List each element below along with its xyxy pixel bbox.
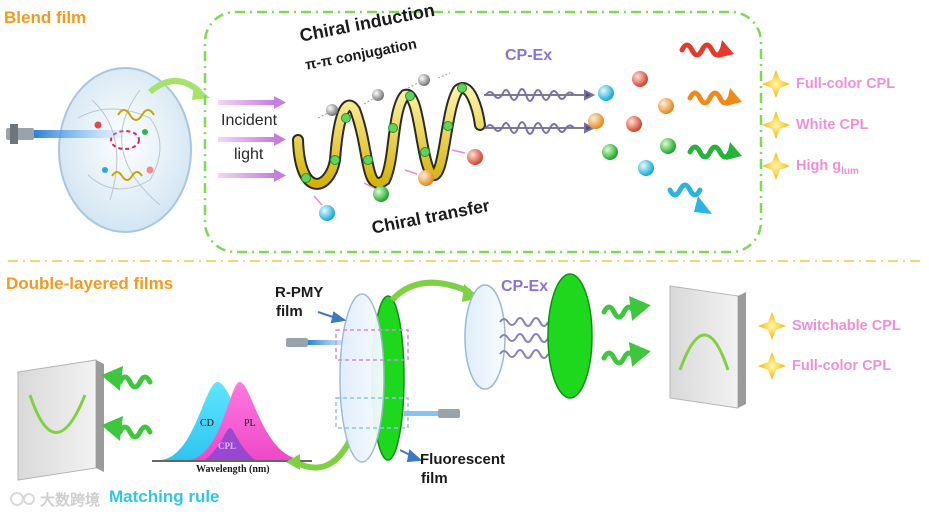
cp-ex-label-bottom: CP-Ex (501, 278, 549, 295)
light-label: light (234, 146, 264, 163)
fluorescent-label: Fluorescent (420, 451, 506, 468)
cp-ex-waves-top (484, 88, 596, 135)
star-icons-top (762, 70, 790, 180)
outcome-switchable: Switchable CPL (792, 318, 901, 334)
outcome-high-glum: High glum (796, 158, 859, 177)
spectrum-plot (152, 381, 312, 462)
outcome-white: White CPL (796, 117, 869, 133)
outcome-full-color-bottom: Full-color CPL (792, 358, 892, 374)
dye-molecules-helix (313, 149, 483, 221)
rpmy-label: R-PMY (275, 284, 324, 301)
right-screen (669, 285, 746, 409)
incident-light-arrows (218, 96, 286, 182)
watermark-logo (10, 492, 35, 506)
double-layered-title: Double-layered films (6, 274, 174, 293)
chiral-helix (292, 82, 486, 190)
double-layered-films (335, 293, 409, 463)
star-icons-bottom (758, 312, 786, 380)
curved-arrow-films (389, 279, 472, 303)
cpl-waves-left (101, 365, 153, 441)
incident-label: Incident (221, 112, 278, 129)
watermark-text: 大数跨境 (40, 492, 101, 509)
cpl-waves-right (601, 295, 651, 367)
blend-film-panel (203, 10, 763, 254)
cd-label: CD (200, 418, 214, 429)
left-screen (17, 359, 104, 481)
cp-ex-label-top: CP-Ex (505, 47, 553, 64)
blend-film-title: Blend film (4, 8, 87, 27)
cpl-label: CPL (218, 441, 236, 451)
matching-rule-label: Matching rule (109, 487, 220, 506)
pi-molecules (317, 72, 451, 119)
laser-emitter-low (404, 409, 460, 418)
curved-arrow-spectrum (293, 438, 353, 471)
label-pointers (317, 311, 423, 463)
laser-emitter-top (6, 124, 124, 144)
laser-emitter-mid (286, 338, 356, 347)
wavelength-axis-label: Wavelength (nm) (196, 464, 270, 475)
emitter-balls-top (588, 71, 676, 176)
blend-film-disk (58, 67, 192, 233)
outcome-full-color: Full-color CPL (796, 76, 896, 92)
cpl-waves-top (667, 40, 742, 214)
fluorescent-film-label: film (421, 470, 448, 487)
glum-subscript: lum (841, 165, 859, 177)
cp-ex-films-bottom (464, 273, 593, 399)
pl-label: PL (244, 418, 256, 429)
helix-nodes (301, 83, 467, 183)
rpmy-film-label: film (276, 303, 303, 320)
